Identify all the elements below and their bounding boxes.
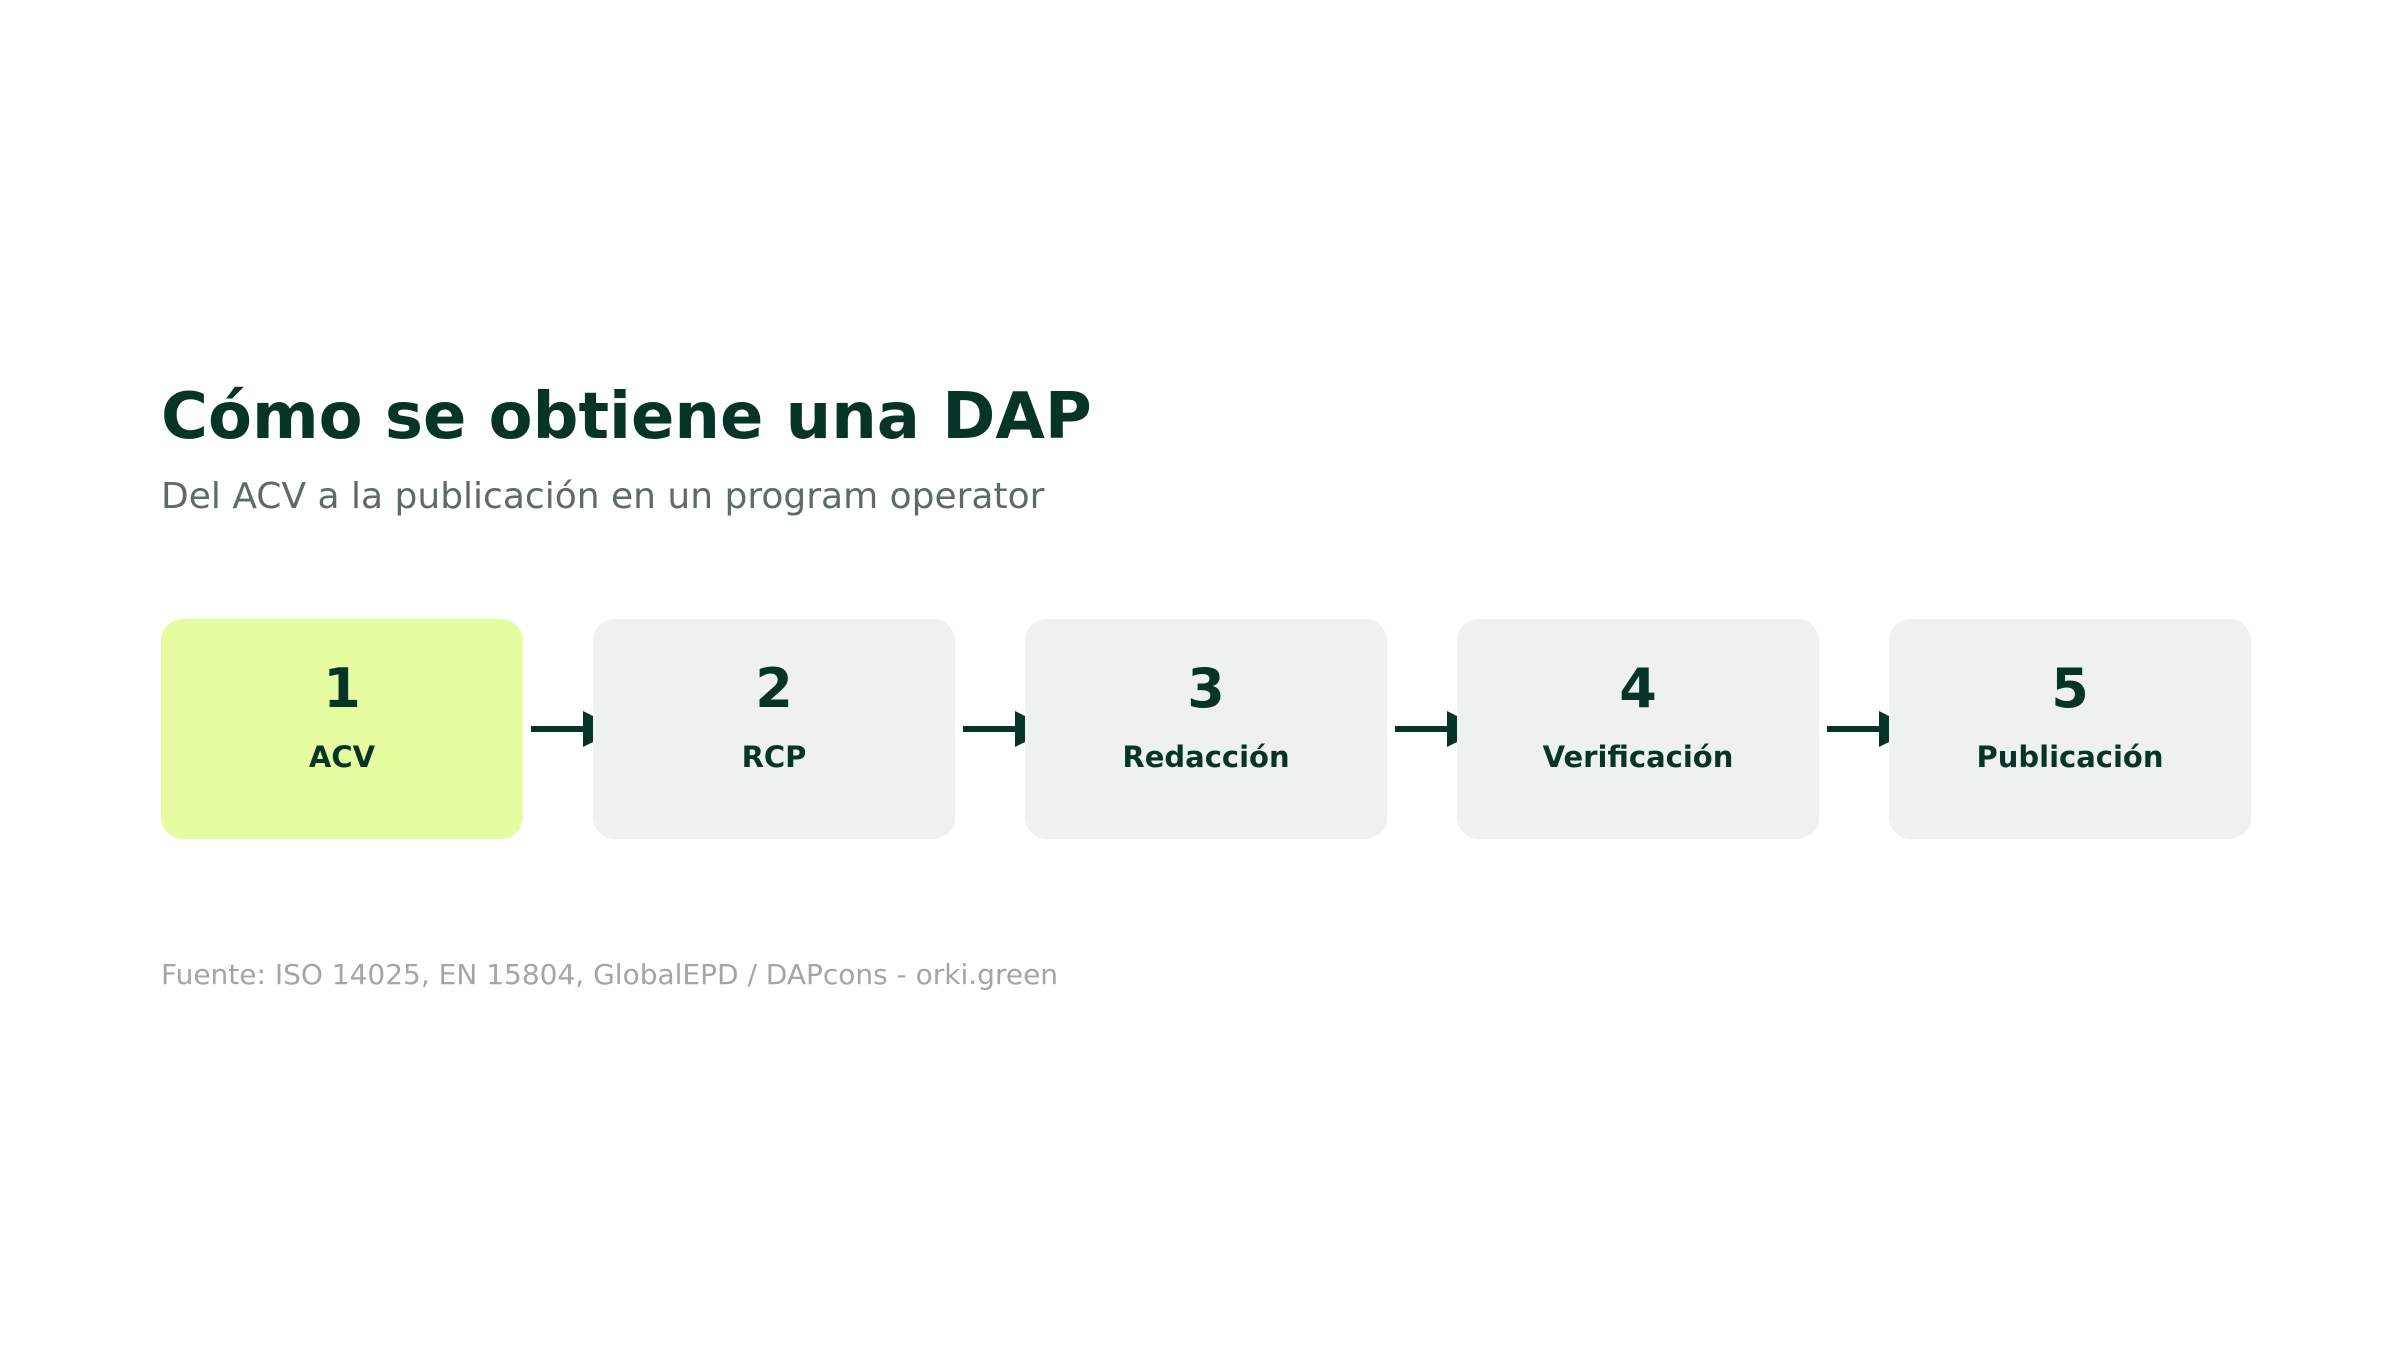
source-note: Fuente: ISO 14025, EN 15804, GlobalEPD /… [161,958,1059,991]
step-box-2: 2 RCP [593,619,955,839]
page-subtitle: Del ACV a la publicación en un program o… [161,476,1045,517]
step-number: 1 [323,657,361,720]
step-box-4: 4 Verificación [1457,619,1819,839]
step-number: 3 [1187,657,1225,720]
step-box-3: 3 Redacción [1025,619,1387,839]
step-label: RCP [741,740,807,774]
page-title: Cómo se obtiene una DAP [161,380,1092,454]
step-label: Verificación [1542,740,1734,774]
step-box-5: 5 Publicación [1889,619,2251,839]
step-box-1: 1 ACV [161,619,523,839]
step-label: ACV [308,740,376,774]
step-number: 4 [1619,657,1657,720]
step-number: 5 [2051,657,2089,720]
step-label: Redacción [1122,740,1290,774]
step-number: 2 [755,657,793,720]
step-label: Publicación [1976,740,2164,774]
process-flow: 1 ACV 2 RCP 3 Redacción 4 Verificación [161,619,2253,839]
